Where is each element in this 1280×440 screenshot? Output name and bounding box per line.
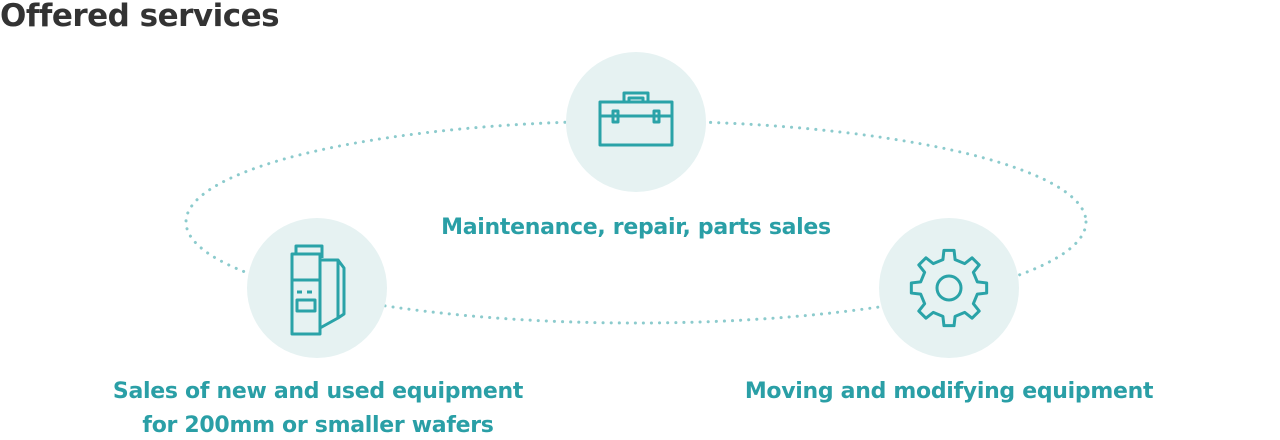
service-sales-label-line2: for 200mm or smaller wafers	[142, 413, 494, 438]
service-maintenance-circle	[566, 52, 706, 192]
equipment-machine-icon	[290, 244, 346, 336]
gear-icon	[909, 248, 989, 328]
service-moving-label: Moving and modifying equipment	[744, 379, 1154, 404]
page-title: Offered services	[0, 0, 280, 34]
service-moving-circle	[879, 218, 1019, 358]
service-maintenance-label: Maintenance, repair, parts sales	[441, 215, 831, 240]
toolbox-icon	[598, 91, 674, 147]
service-sales-label-line1: Sales of new and used equipment	[112, 379, 524, 404]
service-sales-circle	[247, 218, 387, 358]
